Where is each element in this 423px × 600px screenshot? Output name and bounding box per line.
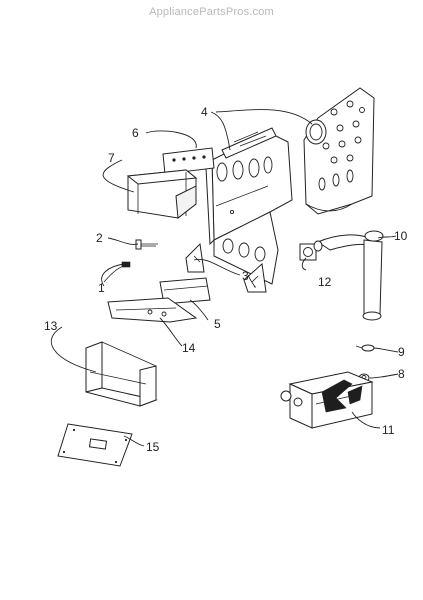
callout-2: 2	[96, 231, 103, 245]
part-14-burner-base	[107, 297, 198, 323]
part-11-water-tank	[280, 371, 374, 429]
part-13-frame	[85, 341, 158, 407]
part-6-nameplate	[162, 147, 215, 175]
callout-9: 9	[398, 345, 405, 359]
callout-11: 11	[382, 423, 395, 437]
callout-3: 3	[242, 269, 249, 283]
callout-5: 5	[214, 317, 221, 331]
callout-14: 14	[182, 341, 196, 355]
leader-lines	[50, 109, 399, 447]
part-10-flue-pipe	[313, 230, 384, 321]
callout-13: 13	[44, 319, 58, 333]
part-12-sight-glass	[299, 243, 317, 261]
callout-8: 8	[398, 367, 405, 381]
part-4-back-plate	[303, 87, 375, 215]
callout-7: 7	[108, 151, 115, 165]
callout-6: 6	[132, 126, 139, 140]
callout-15: 15	[146, 440, 160, 454]
part-7-control-box	[126, 169, 198, 219]
callout-12: 12	[318, 275, 332, 289]
watermark: AppliancePartsPros.com	[149, 6, 274, 18]
part-9-fitting	[355, 344, 375, 352]
part-2-igniter	[135, 239, 158, 250]
part-15-access-panel	[57, 423, 133, 467]
callout-labels: 4 6 7 2 1 3 10 12 5 14 13 9 8 11 15	[44, 105, 408, 454]
callout-4: 4	[201, 105, 208, 119]
part-4-combustion-chamber	[205, 127, 293, 285]
callout-10: 10	[394, 229, 408, 243]
callout-1: 1	[98, 281, 105, 295]
part-5-burner-tray	[159, 277, 211, 305]
